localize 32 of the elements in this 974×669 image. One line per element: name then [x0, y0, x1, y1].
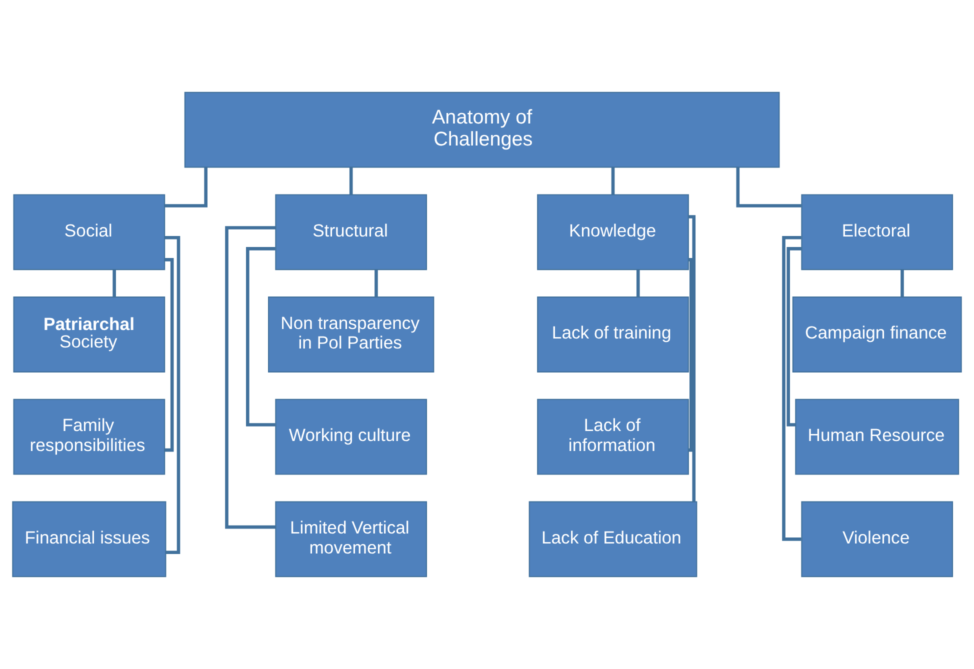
connector [688, 258, 693, 452]
connector [786, 247, 802, 426]
node-box: Family responsibilities [13, 398, 166, 475]
connector [246, 247, 276, 426]
node-box: Knowledge [537, 194, 689, 270]
connector [636, 270, 640, 297]
connector [900, 270, 904, 297]
node-box: Anatomy of Challenges [184, 92, 780, 168]
node-box: Patriarchal Society [13, 296, 166, 372]
node-box: Structural [275, 194, 428, 270]
connector [164, 167, 208, 208]
connector [225, 226, 276, 529]
connector [611, 167, 615, 195]
connector [349, 167, 353, 195]
node-box: Human Resource [795, 398, 960, 475]
connector [374, 270, 378, 297]
connector [736, 167, 802, 208]
node-box: Limited Vertical movement [275, 501, 428, 578]
connector [164, 258, 174, 452]
node-box: Lack of Education [528, 501, 698, 578]
node-box: Social [13, 194, 166, 270]
connector [164, 236, 180, 554]
node-box: Non transparency in Pol Parties [268, 296, 434, 372]
connector [688, 215, 696, 502]
node-box: Lack of training [537, 296, 689, 372]
connector [112, 270, 116, 297]
node-box: Electoral [801, 194, 954, 270]
node-box: Financial issues [12, 501, 166, 578]
node-box: Violence [801, 501, 954, 578]
node-box: Campaign finance [792, 296, 962, 372]
node-box: Lack of information [537, 398, 689, 475]
node-box: Working culture [275, 398, 428, 475]
